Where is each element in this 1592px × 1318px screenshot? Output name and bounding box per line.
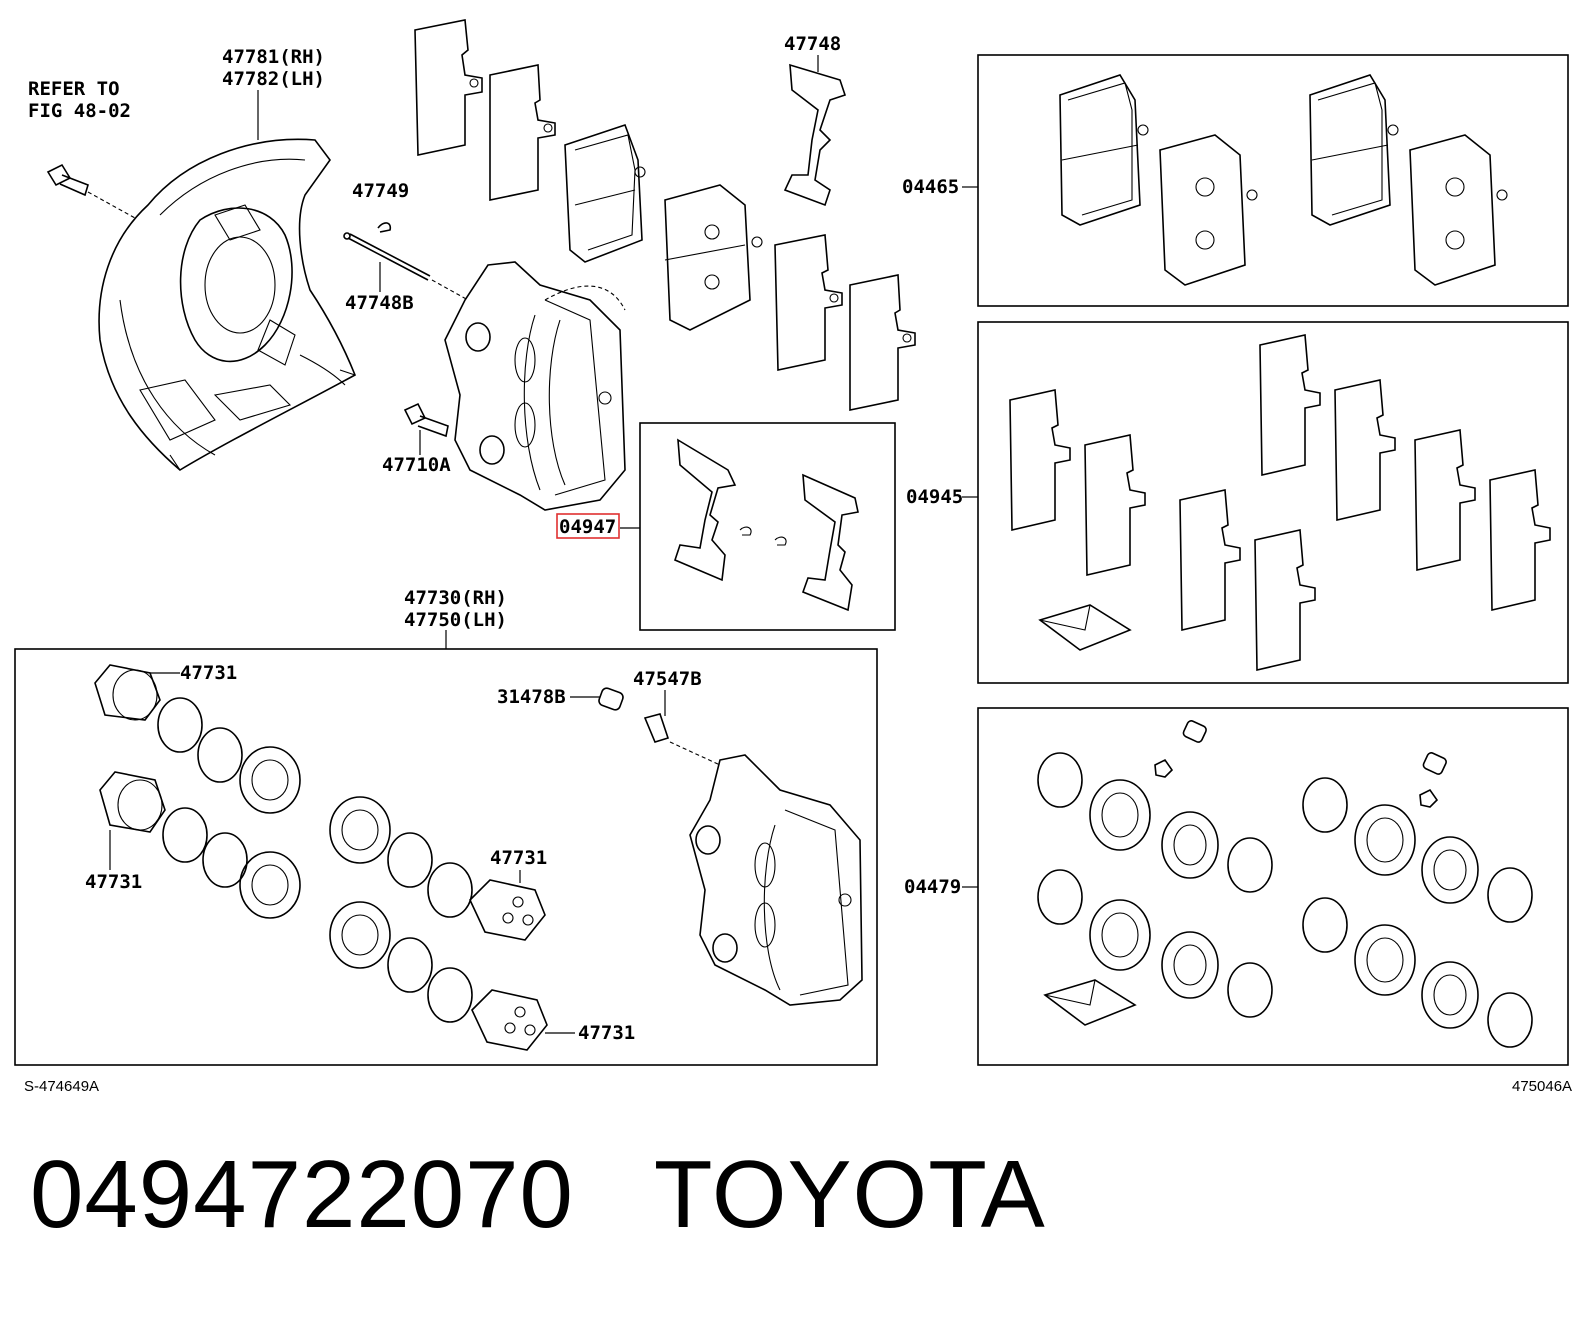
bleeder-parts [598, 687, 721, 766]
shim-plates-top [414, 19, 916, 411]
label-04945: 04945 [906, 486, 963, 508]
label-shield-rh: 47781(RH) [222, 46, 325, 68]
shield-bolt [46, 163, 136, 219]
clip-47749 [377, 222, 392, 233]
brake-pads-top [564, 123, 763, 331]
frame-04947 [639, 422, 896, 631]
caliper-upper [444, 261, 626, 511]
diagram-code-left: S-474649A [24, 1078, 99, 1095]
caliper-pistons-seals [94, 664, 548, 1051]
label-47731-d: 47731 [578, 1022, 635, 1044]
label-04479: 04479 [904, 876, 961, 898]
brand-name: TOYOTA [653, 1141, 1046, 1248]
frame-caliper-kit [14, 648, 878, 1066]
frame-04945 [977, 321, 1569, 684]
diagram-code-right: 475046A [1512, 1078, 1572, 1095]
label-47731-a: 47731 [180, 662, 237, 684]
label-31478b: 31478B [497, 686, 566, 708]
part-caption: 0494722070 TOYOTA [30, 1140, 1046, 1250]
label-shield-lh: 47782(LH) [222, 68, 325, 90]
caliper-lower [689, 754, 863, 1006]
label-47748b: 47748B [345, 292, 414, 314]
label-04947[interactable]: 04947 [559, 516, 616, 538]
label-47731-b: 47731 [85, 871, 142, 893]
label-47710a: 47710A [382, 454, 451, 476]
dust-shield [98, 138, 357, 471]
label-47749: 47749 [352, 180, 409, 202]
label-caliper-rh: 47730(RH) [404, 587, 507, 609]
label-refer-to-line1: REFER TO [28, 78, 120, 100]
label-47731-c: 47731 [490, 847, 547, 869]
caliper-bolt-47710a [403, 402, 449, 455]
pad-pin-47748b [343, 232, 469, 301]
part-number: 0494722070 [30, 1141, 574, 1248]
highlight-box-04947 [556, 513, 620, 539]
kit-04479-seals [1037, 720, 1533, 1048]
parts-diagram: REFER TO FIG 48-02 47781(RH) 47782(LH) 4… [14, 19, 1572, 1095]
frame-04465 [977, 54, 1569, 307]
kit-04947-springs [674, 438, 859, 612]
spring-47748 [783, 55, 847, 207]
kit-04945-shims [1009, 334, 1551, 672]
label-47748: 47748 [784, 33, 841, 55]
label-47547b: 47547B [633, 668, 702, 690]
label-04465: 04465 [902, 176, 959, 198]
label-caliper-lh: 47750(LH) [404, 609, 507, 631]
kit-04465-pads [1059, 74, 1508, 286]
label-refer-to-line2: FIG 48-02 [28, 100, 131, 122]
